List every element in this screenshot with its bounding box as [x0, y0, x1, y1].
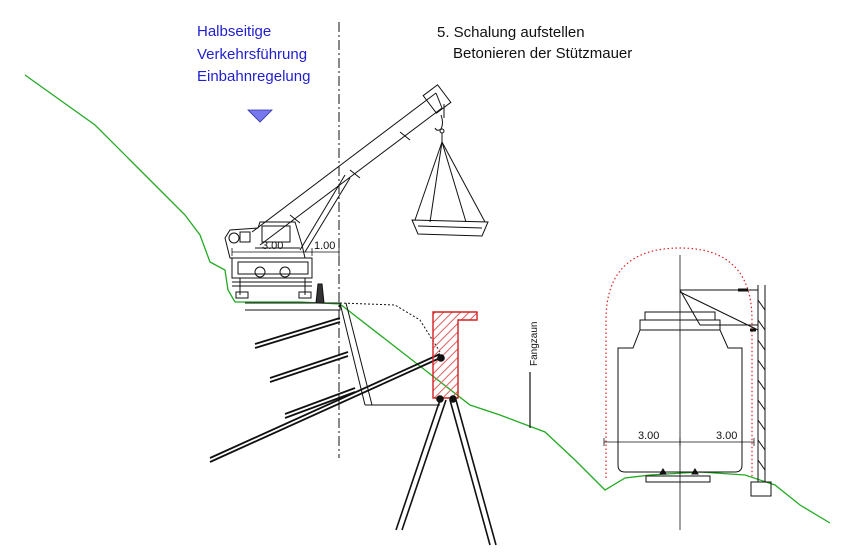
- crane-cab: [224, 221, 306, 259]
- existing-wall: [339, 302, 440, 406]
- rail-right-dimension: 3.00: [716, 430, 737, 442]
- crane-offset-dimension: 1.00: [314, 240, 335, 252]
- crane-hook-load: [411, 114, 489, 237]
- catenary-mast: [679, 285, 772, 497]
- road-slab: [245, 302, 341, 311]
- ground-anchors: [209, 317, 441, 463]
- rail-track: [645, 468, 711, 483]
- micropiles: [395, 354, 497, 546]
- crane-dimension-lines: [231, 248, 340, 256]
- crane-base: [231, 257, 325, 304]
- traffic-label-line3: Einbahnregelung: [197, 68, 311, 85]
- rail-dimension-lines: [603, 438, 755, 446]
- rail-clearance-profile: [605, 247, 753, 478]
- crane-boom: [251, 84, 452, 253]
- traffic-label-line2: Verkehrsführung: [197, 46, 308, 63]
- crane-width-dimension: 3.00: [262, 240, 283, 252]
- catch-fence-label: Fangzaun: [529, 322, 540, 366]
- rail-left-dimension: 3.00: [638, 430, 659, 442]
- traffic-label-line1: Halbseitige: [197, 23, 272, 40]
- excavation-outline: [339, 302, 441, 353]
- step-subtitle: Betonieren der Stützmauer: [453, 45, 633, 62]
- new-retaining-wall: [432, 311, 478, 399]
- step-title: 5. Schalung aufstellen: [437, 24, 585, 41]
- traffic-marker-icon: [247, 109, 273, 123]
